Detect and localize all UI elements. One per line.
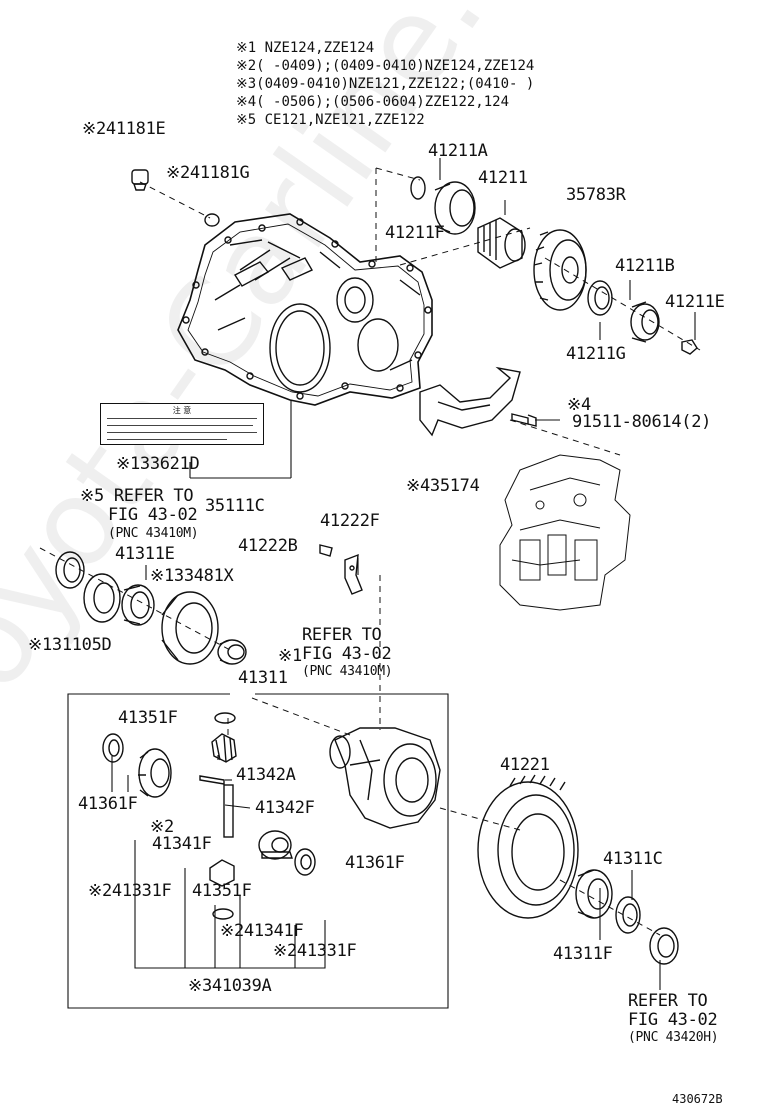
part-label-41211F[interactable]: 41211F (385, 223, 445, 243)
warning-line (107, 439, 227, 440)
part-label-41341F-bottom[interactable]: ※241341F (220, 921, 304, 941)
part-label-35783R[interactable]: 35783R (566, 185, 626, 205)
seal-right (649, 927, 679, 965)
part-label-33621D[interactable]: ※133621D (116, 454, 200, 474)
part-label-91511[interactable]: 91511-80614(2) (572, 412, 712, 432)
part-label-41181G[interactable]: ※241181G (166, 163, 250, 183)
part-label-35174[interactable]: ※435174 (406, 476, 480, 496)
reference-note-2-line2: FIG 43-02 (302, 644, 392, 664)
washer-41361F-left (102, 733, 124, 763)
part-label-41211G[interactable]: 41211G (566, 344, 626, 364)
bearing-41211A (410, 176, 476, 235)
reference-note-1-line1: ※5 REFER TO (80, 486, 194, 506)
warning-label-drawing: 注 意 (100, 403, 264, 445)
part-label-41311[interactable]: 41311 (238, 668, 288, 688)
side-gear-41331F-right (258, 830, 293, 860)
reference-note-2-line3: (PNC 43410M) (302, 664, 393, 679)
plate-41222F (344, 553, 363, 595)
race-41311E (121, 584, 155, 626)
side-gear-41331F-left (138, 748, 172, 798)
part-label-41211E[interactable]: 41211E (665, 292, 725, 312)
reference-note-3-line3: (PNC 43420H) (628, 1030, 719, 1045)
warning-line (107, 418, 257, 419)
part-label-41331F-left[interactable]: ※241331F (88, 881, 172, 901)
gear-41211 (477, 217, 526, 269)
differential-box (67, 693, 449, 1009)
part-label-41222F[interactable]: 41222F (320, 511, 380, 531)
transaxle-case-drawing (177, 213, 433, 406)
pinion-gear-41341F-top (211, 733, 237, 763)
plug-41181E (131, 169, 149, 191)
part-label-41351F-top[interactable]: 41351F (118, 708, 178, 728)
diff-case (329, 727, 441, 829)
part-label-41211B[interactable]: 41211B (615, 256, 675, 276)
part-label-41211A[interactable]: 41211A (428, 141, 488, 161)
reference-note-2-line1: REFER TO (302, 625, 382, 645)
leader-lines (111, 158, 696, 990)
oil-receiver-35174 (419, 366, 521, 437)
part-label-41181E[interactable]: ※241181E (82, 119, 166, 139)
race-41311C (615, 896, 641, 934)
part-label-41311E[interactable]: 41311E (115, 544, 175, 564)
bearing-41311F (575, 869, 613, 919)
part-label-41222B[interactable]: 41222B (238, 536, 298, 556)
bearing-31105D (83, 573, 121, 623)
part-label-41211[interactable]: 41211 (478, 168, 528, 188)
note-4: ※4( -0506);(0506-0604)ZZE122,124 (236, 94, 510, 110)
part-label-41039A[interactable]: ※341039A (188, 976, 272, 996)
part-label-41331F-right[interactable]: ※241331F (273, 941, 357, 961)
engine-outline (499, 454, 631, 611)
retainer-33481X (161, 591, 219, 665)
note-3: ※3(0409-0410)NZE121,ZZE122;(0410- ) (236, 76, 535, 92)
seal-41311E-left (55, 551, 85, 589)
part-label-41361F-right[interactable]: 41361F (345, 853, 405, 873)
part-label-41221[interactable]: 41221 (500, 755, 550, 775)
reference-note-3-line2: FIG 43-02 (628, 1010, 718, 1030)
washer-41361F-right (294, 848, 316, 876)
bolt-91511 (511, 413, 537, 427)
pin-41342A (199, 775, 225, 785)
bearing-41211B (630, 301, 660, 343)
warning-label-title: 注 意 (172, 406, 192, 415)
part-label-41341F-mark: ※2 (150, 817, 174, 837)
reference-note-1-line2: FIG 43-02 (108, 505, 198, 525)
pinion-gear-41341F-bottom (209, 859, 235, 887)
part-label-41361F-left[interactable]: 41361F (78, 794, 138, 814)
warning-line (107, 425, 253, 426)
gear-35783R (533, 229, 587, 311)
drawing-code: 430672B (672, 1092, 723, 1106)
washer-41351F-bottom (212, 908, 234, 920)
bearing-41311 (217, 639, 247, 665)
part-label-41311F[interactable]: 41311F (553, 944, 613, 964)
part-label-41342A[interactable]: 41342A (236, 765, 296, 785)
part-label-91511-mark: ※4 (567, 395, 591, 415)
bolt-41222B (319, 544, 333, 557)
ring-gear-41221 (477, 774, 579, 919)
nut-41211E (681, 339, 698, 355)
washer-41351F-top (214, 712, 236, 724)
reference-note-2-mark: ※1 (278, 646, 302, 666)
reference-note-1-line3: (PNC 43410M) (108, 526, 199, 541)
warning-line (107, 432, 257, 433)
note-5: ※5 CE121,NZE121,ZZE122 (236, 112, 425, 128)
part-label-31105D[interactable]: ※131105D (28, 635, 112, 655)
part-label-41351F-bottom[interactable]: 41351F (192, 881, 252, 901)
part-label-33481X[interactable]: ※133481X (150, 566, 234, 586)
part-label-41342F[interactable]: 41342F (255, 798, 315, 818)
shaft-41342F (223, 784, 234, 838)
part-label-41341F-top[interactable]: 41341F (152, 834, 212, 854)
gasket-41181G (204, 213, 220, 227)
race-41211G (587, 280, 613, 316)
reference-note-3-line1: REFER TO (628, 991, 708, 1011)
part-label-41311C[interactable]: 41311C (603, 849, 663, 869)
note-2: ※2( -0409);(0409-0410)NZE124,ZZE124 (236, 58, 535, 74)
note-1: ※1 NZE124,ZZE124 (236, 40, 375, 56)
part-label-35111C[interactable]: 35111C (205, 496, 265, 516)
